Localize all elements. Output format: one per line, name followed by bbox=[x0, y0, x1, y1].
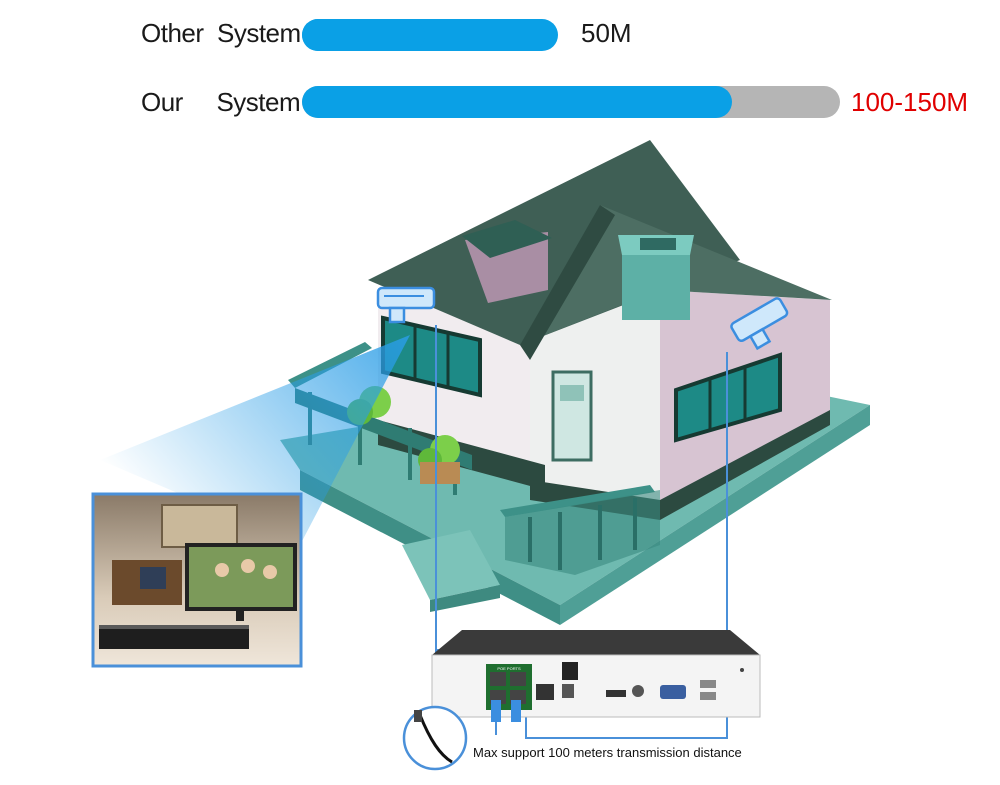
our-bar-fill bbox=[302, 86, 733, 118]
rj45-connector bbox=[491, 700, 501, 722]
camera-icon bbox=[376, 286, 436, 324]
our-word: Our bbox=[141, 87, 183, 117]
rj45-connector bbox=[511, 700, 521, 722]
other-value: 50M bbox=[581, 18, 632, 48]
other-bar-track bbox=[302, 19, 558, 51]
living-room-photo bbox=[91, 492, 303, 668]
other-bar-fill bbox=[302, 19, 425, 51]
camera-icon bbox=[730, 297, 789, 351]
roof bbox=[368, 140, 832, 360]
transmission-caption: Max support 100 meters transmission dist… bbox=[473, 745, 742, 760]
our-bar-track bbox=[302, 86, 840, 118]
our-label: Our System bbox=[141, 87, 301, 118]
system-word: System bbox=[216, 18, 301, 48]
system-word: System bbox=[216, 87, 301, 117]
other-label: Other System bbox=[141, 18, 301, 49]
cable-icon bbox=[402, 705, 468, 771]
poe-label: POE PORTS bbox=[497, 666, 521, 671]
other-word: Other bbox=[141, 18, 204, 48]
our-value: 100-150M bbox=[851, 87, 969, 117]
front-fence bbox=[500, 485, 660, 575]
nvr-device: POE PORTS bbox=[431, 630, 761, 718]
